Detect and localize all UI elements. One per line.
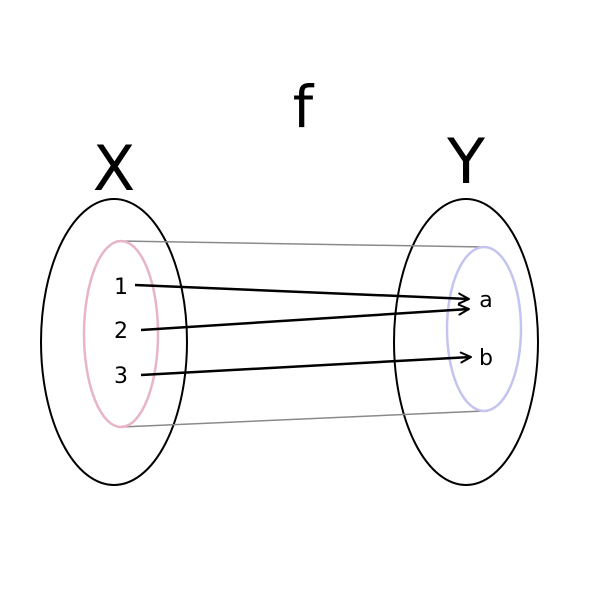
connector-top — [120, 240, 485, 248]
domain-inner-ellipse — [82, 239, 160, 429]
mapping-arrow-3-to-b — [140, 351, 472, 377]
domain-element-2: 2 — [114, 319, 128, 344]
domain-set-outline — [40, 198, 188, 486]
function-label: f — [293, 73, 315, 141]
codomain-set-outline — [393, 198, 539, 486]
domain-element-3: 3 — [114, 364, 128, 389]
connector-bottom — [120, 410, 485, 428]
codomain-element-a: a — [479, 288, 492, 313]
domain-element-1: 1 — [114, 275, 128, 300]
mapping-arrow-2-to-a — [140, 303, 470, 332]
mapping-arrow-1-to-a — [134, 283, 470, 305]
domain-set-label: X — [93, 132, 135, 205]
codomain-element-b: b — [479, 346, 493, 371]
codomain-inner-ellipse — [445, 245, 523, 413]
codomain-set-label: Y — [446, 125, 485, 198]
